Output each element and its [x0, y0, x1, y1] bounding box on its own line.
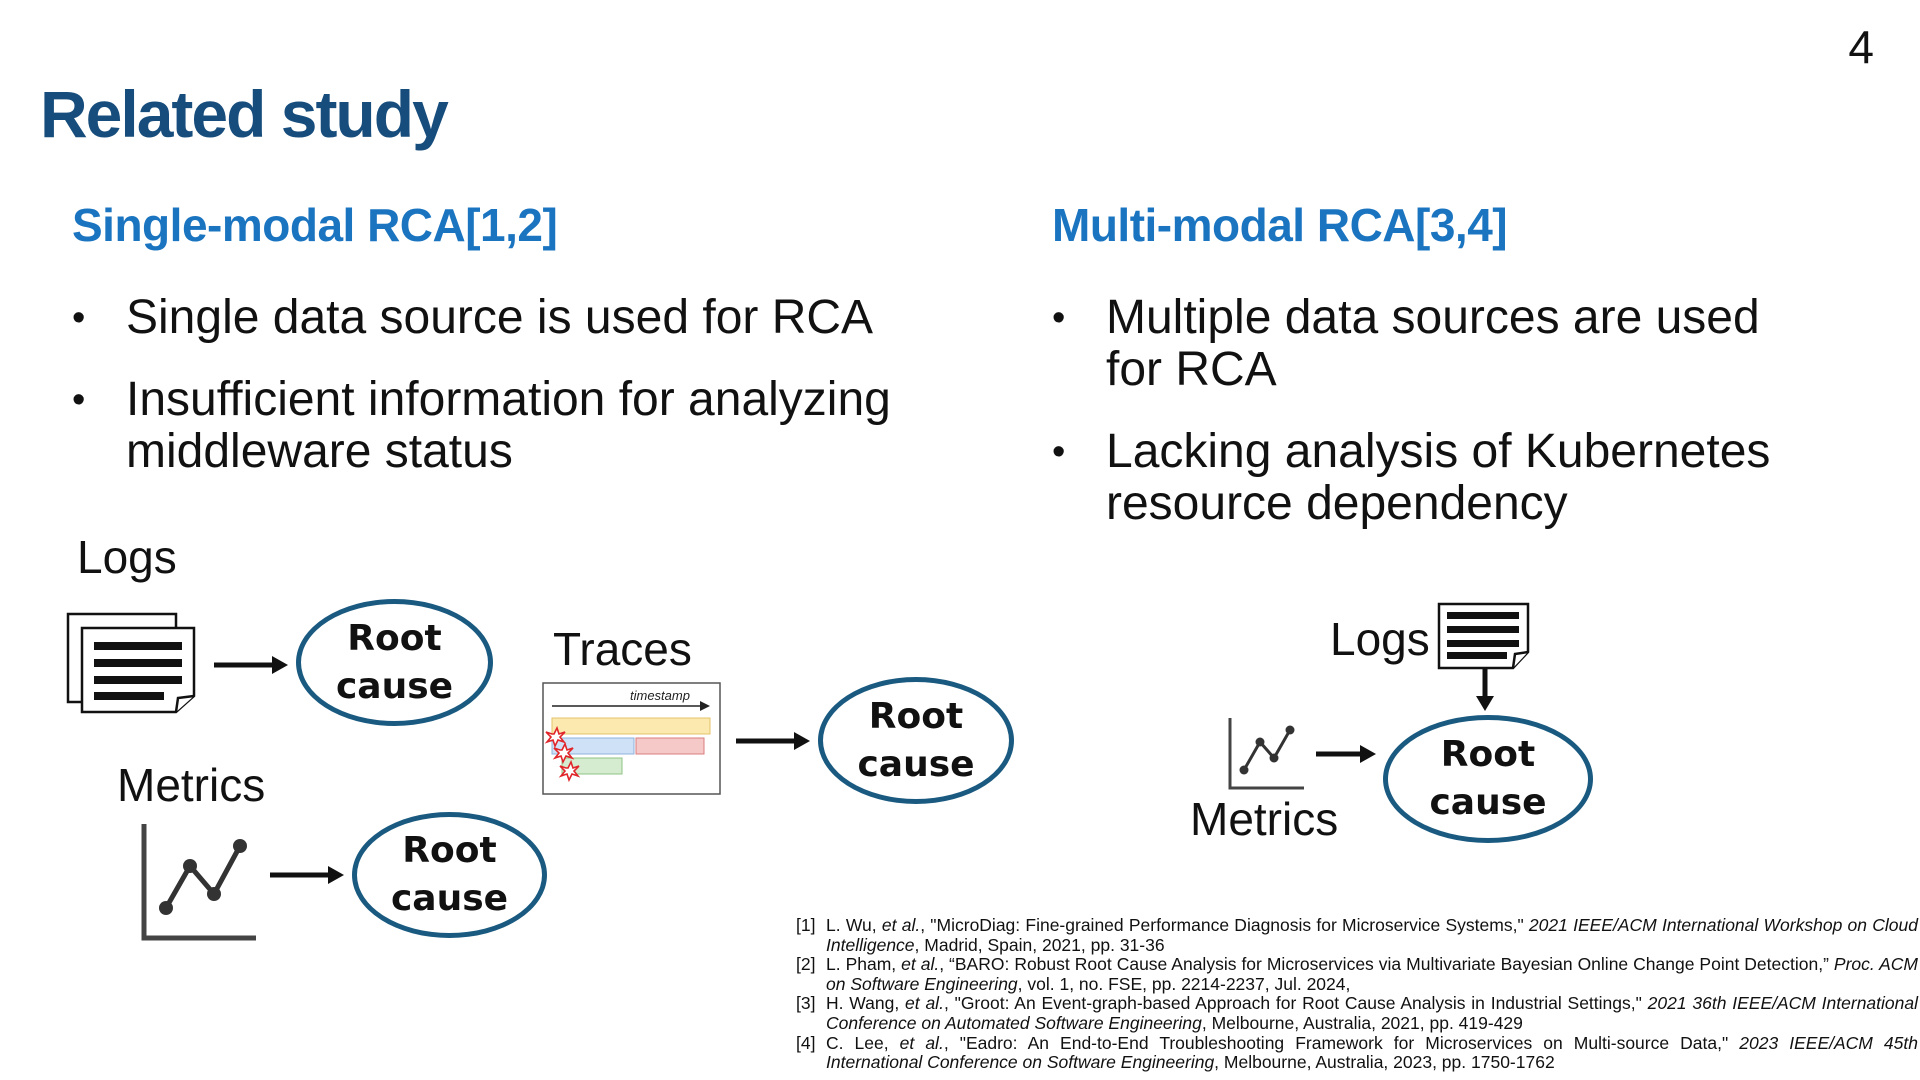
root-cause-ellipse: Root cause: [818, 677, 1014, 804]
arrow-right-icon: [270, 866, 344, 884]
root-cause-text: Root: [402, 830, 497, 871]
multi-modal-heading: Multi-modal RCA[3,4]: [1052, 199, 1508, 251]
metrics-label: Metrics: [1190, 793, 1339, 845]
traces-label: Traces: [553, 623, 692, 675]
slide-title: Related study: [40, 77, 449, 151]
arrow-right-icon: [736, 732, 810, 750]
root-cause-ellipse: Root cause: [352, 812, 547, 938]
single-modal-bullets: Single data source is used for RCA Insuf…: [72, 292, 972, 508]
reference-item: [4]C. Lee, et al., "Eadro: An End-to-End…: [796, 1032, 1918, 1073]
references: [1]L. Wu, et al., "MicroDiag: Fine-grain…: [796, 915, 1918, 1073]
page-number: 4: [1848, 21, 1874, 73]
single-modal-heading: Single-modal RCA[1,2]: [72, 199, 558, 251]
root-cause-text: cause: [1429, 782, 1547, 823]
root-cause-text: Root: [1440, 734, 1536, 775]
arrow-right-icon: [214, 656, 288, 674]
multi-modal-bullet: Multiple data sources are used for RCA: [1052, 292, 1812, 396]
multi-modal-bullets: Multiple data sources are used for RCA L…: [1052, 292, 1812, 560]
document-icon: [1437, 602, 1530, 670]
root-cause-ellipse: Root cause: [1383, 715, 1593, 843]
multi-modal-bullet: Lacking analysis of Kubernetes resource …: [1052, 426, 1812, 530]
root-cause-text: Root: [347, 617, 442, 659]
arrow-right-icon: [1316, 745, 1376, 763]
timestamp-label: timestamp: [630, 688, 690, 703]
root-cause-text: cause: [335, 665, 454, 707]
error-burst-icon: [544, 725, 581, 783]
line-chart-icon: [141, 824, 256, 941]
logs-label: Logs: [77, 531, 177, 583]
root-cause-ellipse: Root cause: [296, 599, 493, 726]
single-modal-bullet: Insufficient information for analyzing m…: [72, 374, 972, 478]
line-chart-icon: [1228, 718, 1304, 790]
reference-item: [1]L. Wu, et al., "MicroDiag: Fine-grain…: [796, 915, 1918, 955]
root-cause-text: Root: [868, 695, 964, 737]
document-icon: [66, 612, 196, 714]
logs-label: Logs: [1330, 613, 1430, 665]
root-cause-text: cause: [390, 878, 509, 919]
reference-item: [2]L. Pham, et al., “BARO: Robust Root C…: [796, 954, 1918, 994]
reference-item: [3]H. Wang, et al., "Groot: An Event-gra…: [796, 993, 1918, 1033]
single-modal-bullet: Single data source is used for RCA: [72, 292, 972, 345]
trace-timeline-icon: [542, 682, 721, 795]
arrow-down-icon: [1476, 668, 1494, 711]
metrics-label: Metrics: [117, 759, 266, 811]
root-cause-text: cause: [857, 743, 975, 785]
